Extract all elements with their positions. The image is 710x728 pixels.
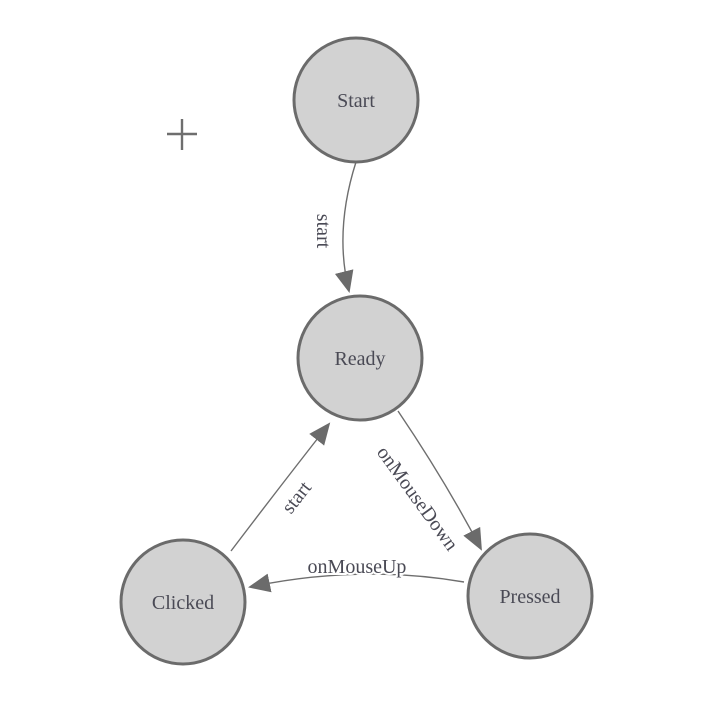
state-node-start[interactable]: Start [292, 36, 420, 164]
edge-line[interactable] [334, 161, 357, 293]
plus-crosshair-icon[interactable] [167, 119, 197, 150]
edge-line[interactable] [230, 422, 331, 552]
state-node-ready[interactable]: Ready [296, 294, 424, 422]
state-node-pressed[interactable]: Pressed [466, 532, 594, 660]
edge-line[interactable] [248, 573, 465, 593]
edge-label-onmouseup: onMouseUp [308, 556, 407, 578]
state-label-ready: Ready [334, 348, 385, 370]
edge-label-start-top: start [312, 214, 334, 249]
edge-label-onmousedown: onMouseDown [372, 442, 462, 555]
state-circle-ready[interactable] [296, 294, 424, 422]
state-label-clicked: Clicked [152, 592, 214, 614]
edge-start-to-ready[interactable]: start [310, 161, 357, 293]
state-label-pressed: Pressed [499, 586, 560, 608]
edge-clicked-to-ready[interactable]: start [230, 422, 331, 552]
state-label-start: Start [337, 90, 375, 112]
edge-pressed-to-clicked[interactable]: onMouseUp [248, 554, 465, 593]
state-node-clicked[interactable]: Clicked [119, 538, 247, 666]
edge-line[interactable] [397, 410, 482, 551]
edge-ready-to-pressed[interactable]: onMouseDown [370, 410, 482, 557]
state-circle-clicked[interactable] [119, 538, 247, 666]
state-circle-pressed[interactable] [466, 532, 594, 660]
state-circle-start[interactable] [292, 36, 420, 164]
